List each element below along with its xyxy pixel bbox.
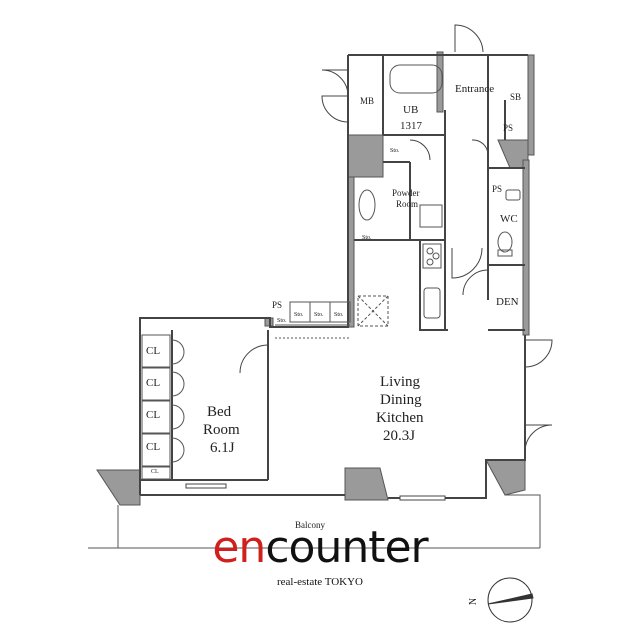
label-cl-2: CL — [146, 377, 161, 389]
label-ub-2: 1317 — [400, 120, 422, 132]
label-sto-bath: Sto. — [390, 148, 400, 154]
column-right-long — [522, 159, 530, 336]
closets — [141, 334, 185, 480]
bathtub — [389, 64, 443, 94]
label-bed-2: Room — [203, 422, 240, 438]
label-sb: SB — [510, 92, 522, 102]
walls — [139, 54, 528, 499]
label-powder-2: Room — [396, 199, 419, 209]
column-entry-left — [436, 51, 444, 113]
fixtures — [275, 64, 521, 339]
column-top-right — [527, 54, 535, 156]
label-sto-1: Sto. — [277, 318, 287, 324]
label-ps-wc: PS — [492, 184, 503, 194]
label-cl-3: CL — [146, 409, 161, 421]
powder-sink — [358, 189, 376, 221]
label-bed-3: 6.1J — [210, 440, 235, 456]
balcony-outline — [88, 494, 541, 549]
doors — [239, 24, 553, 453]
wc-sink — [505, 189, 521, 201]
label-sto-4: Sto. — [334, 312, 344, 318]
label-ub-1: UB — [403, 104, 419, 116]
compass-label: N — [468, 597, 480, 606]
label-wc: WC — [500, 213, 518, 225]
label-ldk-1: Living — [380, 374, 420, 390]
storage-3 — [329, 301, 351, 323]
kitchen-sink — [423, 287, 441, 319]
label-ps-left: PS — [272, 300, 283, 310]
washer-pan — [419, 204, 443, 228]
label-sto-powder: Sto. — [362, 235, 372, 241]
label-entrance: Entrance — [455, 83, 495, 95]
toilet — [497, 231, 513, 253]
fridge-space — [357, 295, 389, 327]
label-ps-top: PS — [503, 123, 514, 133]
label-ldk-3: Kitchen — [376, 410, 424, 426]
logo-accent: en — [212, 522, 266, 573]
label-ldk-2: Dining — [380, 392, 422, 408]
label-cl-4: CL — [146, 441, 161, 453]
label-balcony: Balcony — [295, 520, 325, 530]
column-bottom-mid — [344, 467, 389, 501]
label-bed-1: Bed — [207, 404, 232, 420]
logo-subtitle: real-estate TOKYO — [276, 576, 364, 588]
windows — [185, 483, 446, 501]
label-mb: MB — [360, 96, 375, 106]
cooktop — [422, 243, 442, 269]
column-top-left — [347, 134, 384, 178]
brand-logo: encounter — [0, 526, 640, 570]
label-den: DEN — [496, 296, 519, 308]
label-cl-5: CL — [151, 469, 159, 475]
structure-walls — [96, 51, 535, 506]
label-ldk-4: 20.3J — [383, 428, 416, 444]
compass-icon — [487, 577, 534, 623]
logo-text: counter — [265, 522, 428, 573]
label-sto-2: Sto. — [294, 312, 304, 318]
label-cl-1: CL — [146, 345, 161, 357]
label-powder-1: Powder — [392, 188, 420, 198]
label-sto-3: Sto. — [314, 312, 324, 318]
column-bottom-left — [96, 469, 141, 506]
column-right-lower — [485, 459, 526, 496]
